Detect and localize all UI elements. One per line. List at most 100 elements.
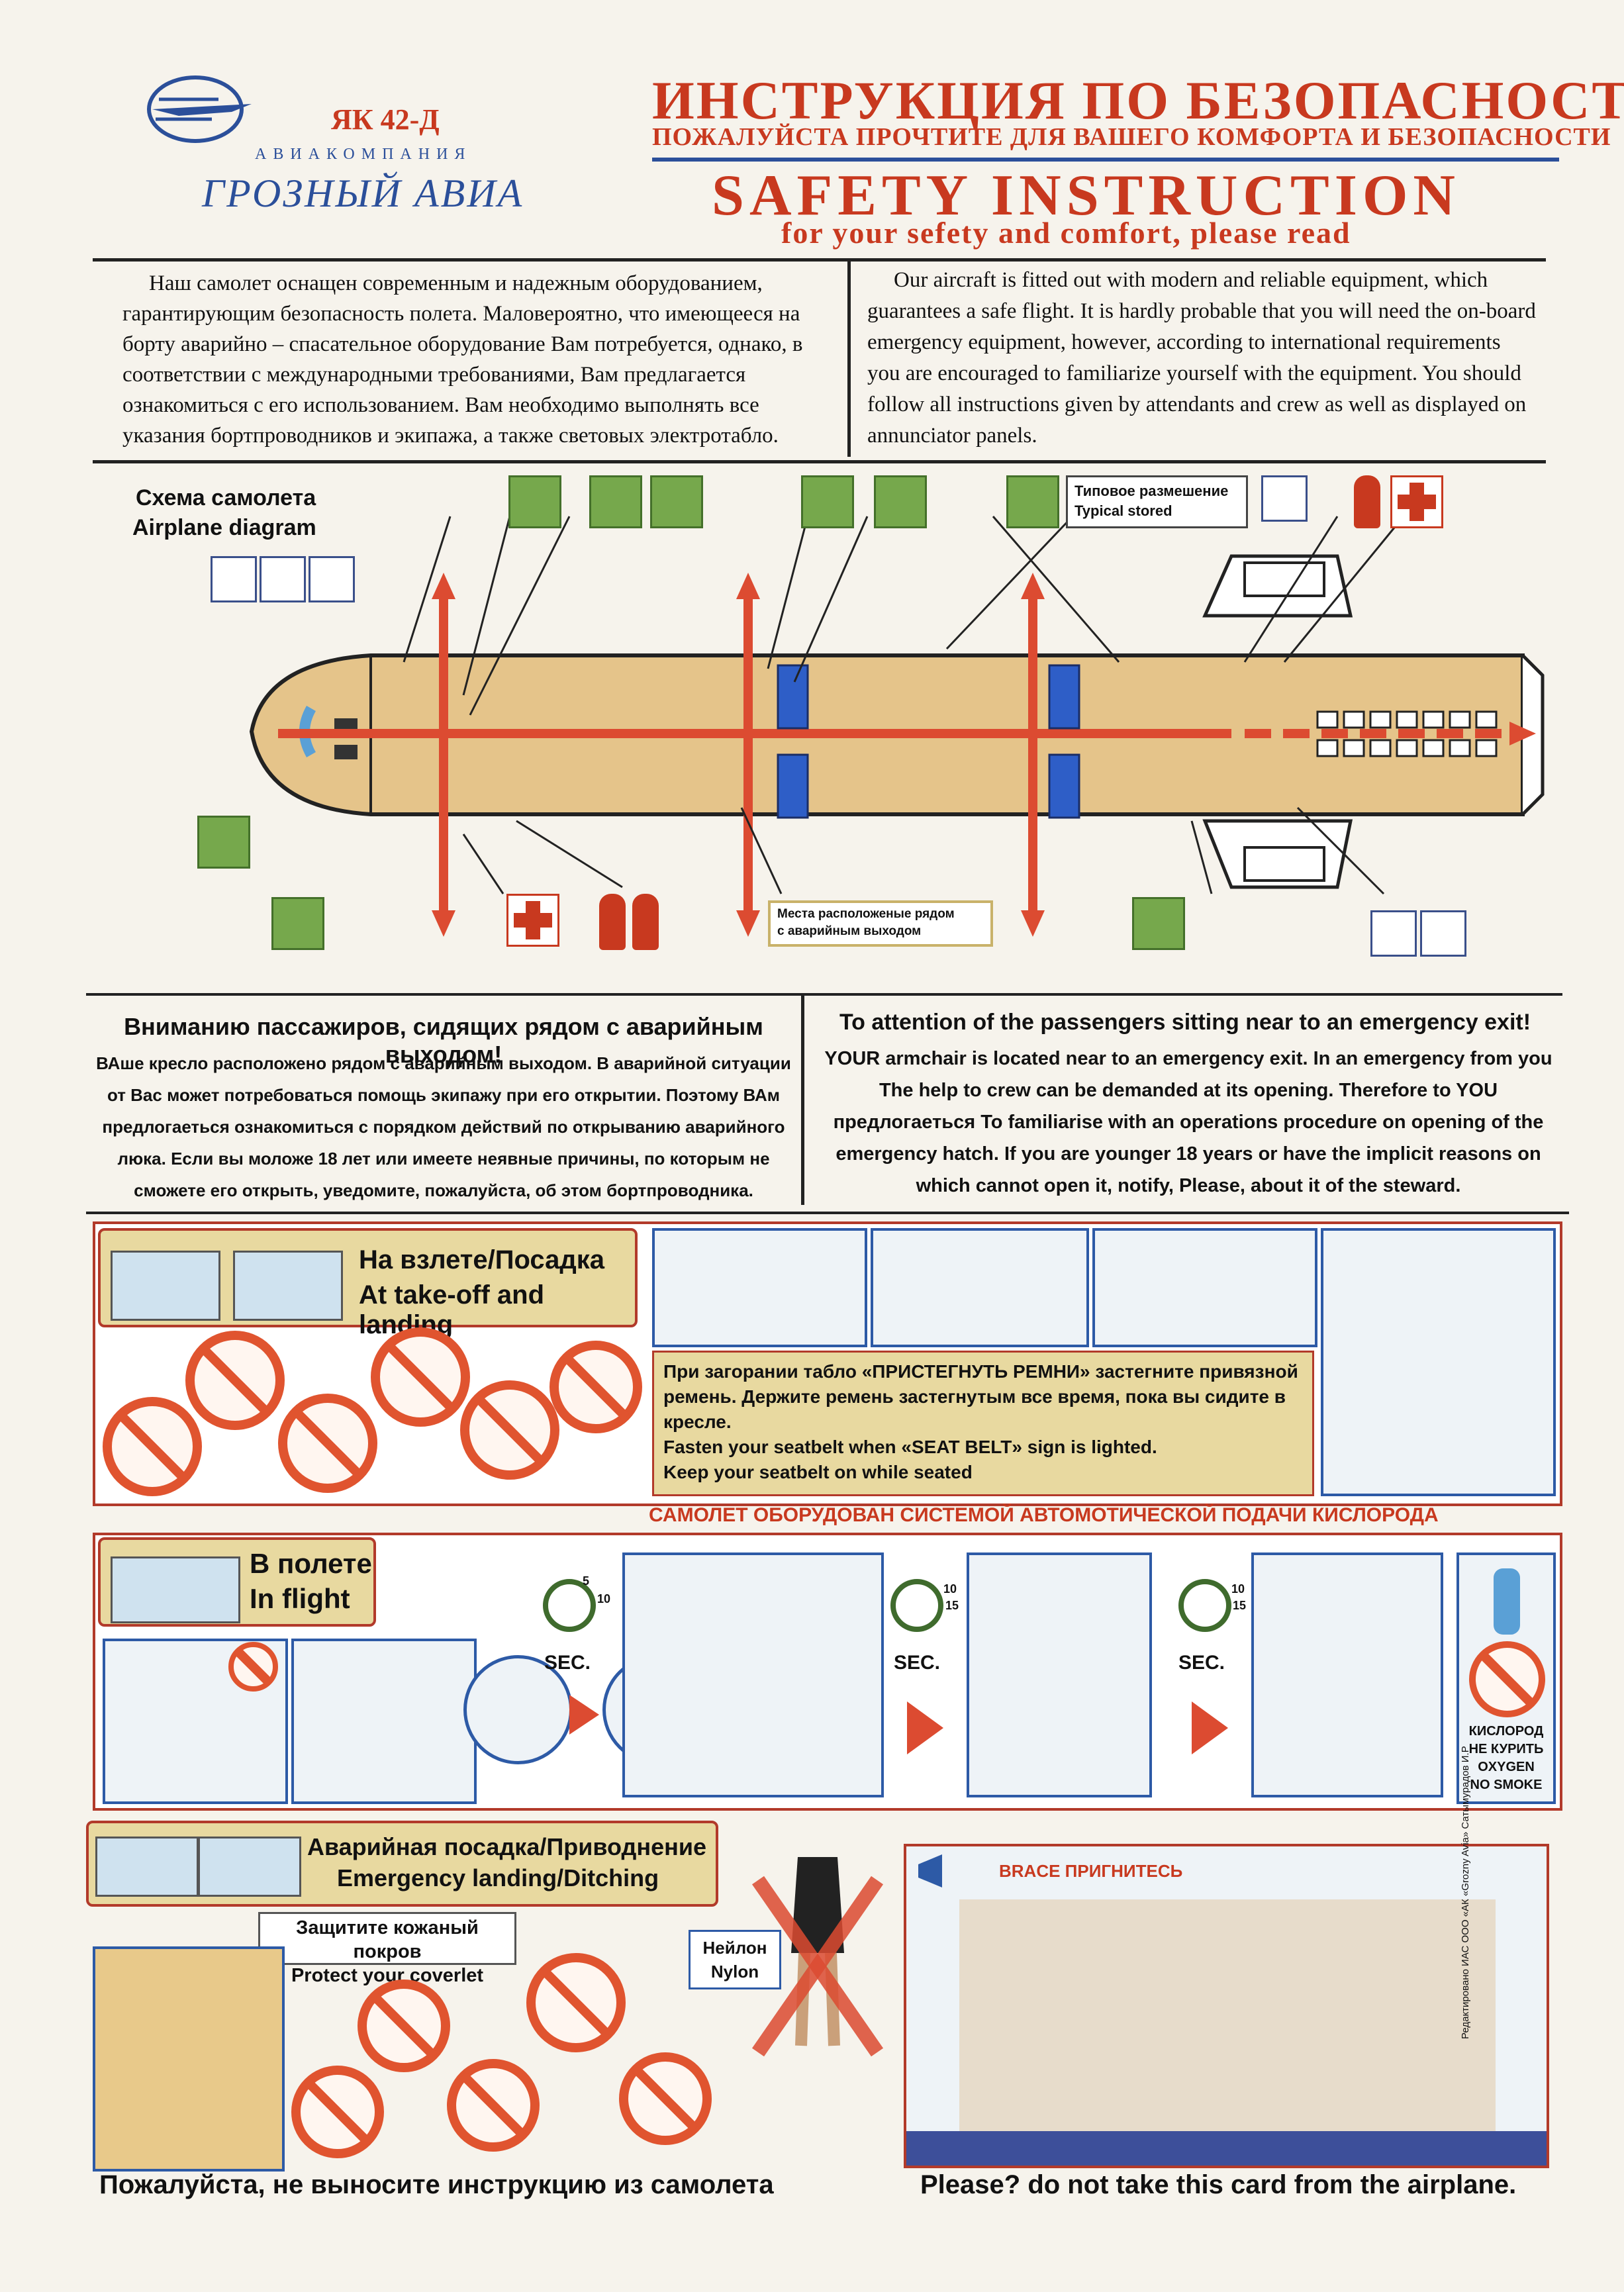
- first-aid-icon: [1390, 475, 1443, 528]
- exit-seats-box: Места расположеные рядом с аварийным вых…: [768, 900, 993, 947]
- next-arrow-icon-3: [1192, 1701, 1228, 1754]
- megaphone-icon: [271, 897, 324, 950]
- mask-child-image: [1251, 1552, 1443, 1797]
- oxygen-bottle-icon: [1261, 475, 1308, 522]
- seatbelt-instructions: При загорании табло «ПРИСТЕГНУТЬ РЕМНИ» …: [652, 1351, 1314, 1496]
- oxygen-bottle-icon-7: [1494, 1568, 1520, 1635]
- no-pen-icon: [526, 1953, 626, 2052]
- editor-credit: Редактировано ИАС ООО «АК «Grozny Avia» …: [1460, 1746, 1471, 2039]
- no-smoking-icon-2: [1469, 1641, 1545, 1717]
- oxygen-bottle-icon-4: [309, 556, 355, 602]
- typical-stored-ru: Типовое размешение: [1075, 483, 1229, 499]
- airline-caption: АВИАКОМПАНИЯ: [255, 146, 472, 163]
- subtitle-ru: ПОЖАЛУЙСТА ПРОЧТИТЕ ДЛЯ ВАШЕГО КОМФОРТА …: [652, 123, 1611, 151]
- protect-ru: Защитите кожаный покров: [296, 1917, 479, 1962]
- landing-plane-image-2: [95, 1837, 199, 1897]
- exit-seats-ru-1: Места расположеные рядом: [777, 907, 955, 921]
- timer-1-5: 5: [583, 1574, 590, 1588]
- notice-top-rule: [86, 993, 1562, 996]
- airplane-diagram: [249, 515, 1545, 937]
- emergency-tag: Аварийная посадка/Приводнение Emergency …: [86, 1821, 718, 1907]
- diagram-label-ru: Схема самолета: [136, 485, 316, 510]
- protect-coverlet-box: Защитите кожаный покров Protect your cov…: [258, 1912, 516, 1986]
- no-camera-icon: [185, 1331, 285, 1430]
- life-vest-icon: [589, 475, 642, 528]
- exit-notice-body-ru: ВАше кресло расположено рядом с аварийны…: [96, 1053, 791, 1200]
- oxygen-en-2: NO SMOKE: [1470, 1778, 1543, 1792]
- diagram-label-en: Airplane diagram: [132, 515, 316, 540]
- typical-stored-en: Typical stored: [1075, 502, 1172, 519]
- fire-extinguisher-icon: [1354, 475, 1380, 528]
- notice-divider: [801, 993, 804, 1205]
- aircraft-model: ЯК 42-Д: [331, 103, 440, 136]
- megaphone-icon-3: [918, 1854, 942, 1887]
- emergency-label-en: Emergency landing/Ditching: [337, 1864, 659, 1891]
- title-en: SAFETY INSTRUCTION: [712, 164, 1460, 228]
- no-glasses-icon: [291, 2066, 384, 2158]
- brace-panel: BRACE ПРИГНИТЕСЬ: [904, 1844, 1549, 2168]
- airline-name: ГРОЗНЫЙ АВИА: [202, 171, 524, 215]
- stopwatch-icon-2: [890, 1579, 943, 1632]
- no-phone-icon: [460, 1380, 559, 1480]
- timer-3-15: 15: [1233, 1599, 1247, 1612]
- seatbelt-step-3: [1092, 1228, 1317, 1347]
- subtitle-en: for your sefety and comfort, please read: [781, 216, 1351, 250]
- oxygen-bottle-icon-2: [211, 556, 257, 602]
- next-arrow-icon: [569, 1695, 599, 1735]
- seatbelt-step-1: [652, 1228, 867, 1347]
- sec-label-3: SEC.: [1178, 1652, 1225, 1674]
- oxygen-en-1: OXYGEN: [1478, 1760, 1535, 1774]
- footer-text-ru: Пожалуйста, не выносите инструкцию из са…: [99, 2170, 774, 2199]
- seatbelt-seat-image: [1321, 1228, 1556, 1496]
- ditching-plane-image: [198, 1837, 301, 1897]
- no-nylon-icon: [751, 1857, 884, 2057]
- megaphone-icon-2: [1132, 897, 1185, 950]
- inflight-plane-image: [111, 1556, 240, 1623]
- title-ru: ИНСТРУКЦИЯ ПО БЕЗОПАСНОСТИ: [652, 70, 1624, 130]
- sec-label-1: SEC.: [544, 1652, 591, 1674]
- seatbelt-text-en-1: Fasten your seatbelt when «SEAT BELT» si…: [663, 1437, 1157, 1457]
- takeoff-tag: На взлете/Посадка At take-off and landin…: [98, 1228, 638, 1339]
- timer-2-15: 15: [945, 1599, 959, 1612]
- header-rule-blue: [652, 158, 1559, 162]
- notice-bottom-rule: [86, 1212, 1569, 1214]
- lavatory-image: [291, 1639, 477, 1804]
- seatbelt-text-en-2: Keep your seatbelt on while seated: [663, 1462, 973, 1482]
- intro-top-rule: [93, 258, 1546, 262]
- emergency-label-ru: Аварийная посадка/Приводнение: [307, 1833, 707, 1860]
- no-shaver-icon: [549, 1341, 642, 1433]
- no-smoking-icon: [228, 1642, 278, 1692]
- intro-text-en: Our aircraft is fitted out with modern a…: [867, 268, 1536, 448]
- oxygen-bottle-icon-5: [1370, 910, 1417, 957]
- timer-1-10: 10: [597, 1592, 611, 1605]
- cabin-floor: [906, 2131, 1547, 2166]
- stopwatch-icon-1: [543, 1579, 596, 1632]
- rope-icon: [650, 475, 703, 528]
- no-laptop-icon: [371, 1327, 470, 1427]
- exit-notice-body-en: YOUR armchair is located near to an emer…: [824, 1048, 1552, 1196]
- seatbelt-step-2: [871, 1228, 1089, 1347]
- exit-notice-title-ru: Вниманию пассажиров, сидящих рядом с ава…: [124, 1013, 763, 1068]
- brace-position-image: [959, 1899, 1496, 2131]
- intro-text-ru: Наш самолет оснащен современным и надежн…: [122, 271, 803, 448]
- no-tie-icon: [619, 2052, 712, 2145]
- first-aid-icon-2: [506, 894, 559, 947]
- inflight-label-en: In flight: [250, 1583, 350, 1614]
- exit-notice-title-en: To attention of the passengers sitting n…: [839, 1010, 1531, 1035]
- brace-label: BRACE ПРИГНИТЕСЬ: [999, 1861, 1183, 1881]
- no-cdplayer-icon: [278, 1394, 377, 1493]
- oxygen-ru-1: КИСЛОРОД: [1468, 1724, 1544, 1739]
- next-arrow-icon-2: [907, 1701, 943, 1754]
- oxygen-ru-2: НЕ КУРИТЬ: [1468, 1742, 1544, 1756]
- no-comb-icon: [358, 1980, 450, 2072]
- airline-logo: [139, 70, 265, 149]
- intro-divider: [847, 258, 851, 457]
- nylon-en: Nylon: [710, 1962, 759, 1982]
- intro-bottom-rule: [93, 460, 1546, 463]
- nylon-box: Нейлон Nylon: [689, 1930, 781, 1989]
- fire-extinguisher-icon-3: [632, 894, 659, 950]
- slide-icon: [508, 475, 561, 528]
- oxygen-bottle-icon-6: [1420, 910, 1466, 957]
- footer-text-en: Please? do not take this card from the a…: [920, 2170, 1517, 2199]
- life-vest-icon-2: [1006, 475, 1059, 528]
